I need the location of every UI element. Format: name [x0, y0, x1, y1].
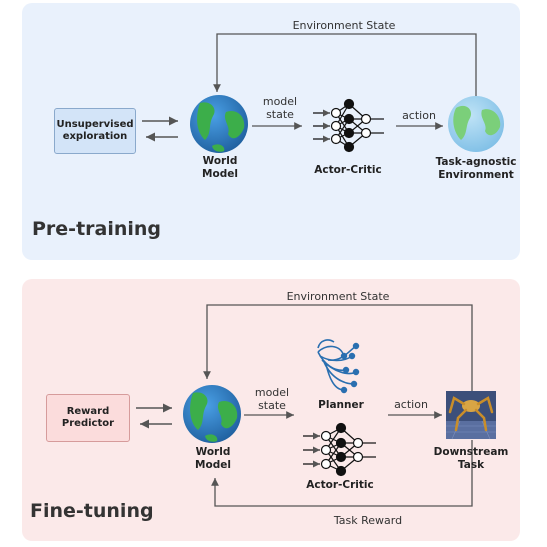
ft-env-state-loop-arrow — [203, 304, 473, 391]
pt-env-state-label: Environment State — [292, 19, 396, 32]
pt-actor-critic-label: Actor-Critic — [314, 164, 382, 176]
planner-icon — [317, 339, 360, 394]
downstream-task-robot-image — [446, 391, 496, 440]
ft-actor-critic-network-icon — [303, 422, 376, 477]
world-model-globe-icon — [190, 95, 248, 153]
pt-world-model-label: World Model — [202, 155, 238, 181]
task-reward-label: Task Reward — [333, 514, 403, 527]
ft-actor-critic-label: Actor-Critic — [306, 479, 374, 491]
pt-action-label: action — [402, 109, 436, 122]
actor-critic-network-icon — [313, 98, 384, 153]
ft-env-state-label: Environment State — [286, 290, 390, 303]
ft-action-label: action — [394, 398, 428, 411]
planner-label: Planner — [318, 399, 364, 411]
ft-world-model-globe-icon — [183, 385, 241, 443]
env-state-loop-arrow — [213, 33, 477, 97]
task-agnostic-environment-label: Task-agnostic Environment — [435, 156, 517, 182]
task-reward-loop-arrow — [211, 440, 473, 507]
reward-predictor-box: Reward Predictor — [46, 394, 130, 442]
ft-model-state-label: model state — [254, 386, 290, 413]
finetuning-title: Fine-tuning — [30, 500, 154, 522]
task-agnostic-environment-globe-icon — [448, 96, 504, 152]
downstream-task-label: Downstream Task — [433, 446, 509, 472]
pretraining-title: Pre-training — [32, 218, 162, 240]
ft-world-model-label: World Model — [195, 446, 231, 472]
unsupervised-exploration-box: Unsupervised exploration — [54, 108, 136, 154]
pt-model-state-label: model state — [262, 95, 298, 122]
